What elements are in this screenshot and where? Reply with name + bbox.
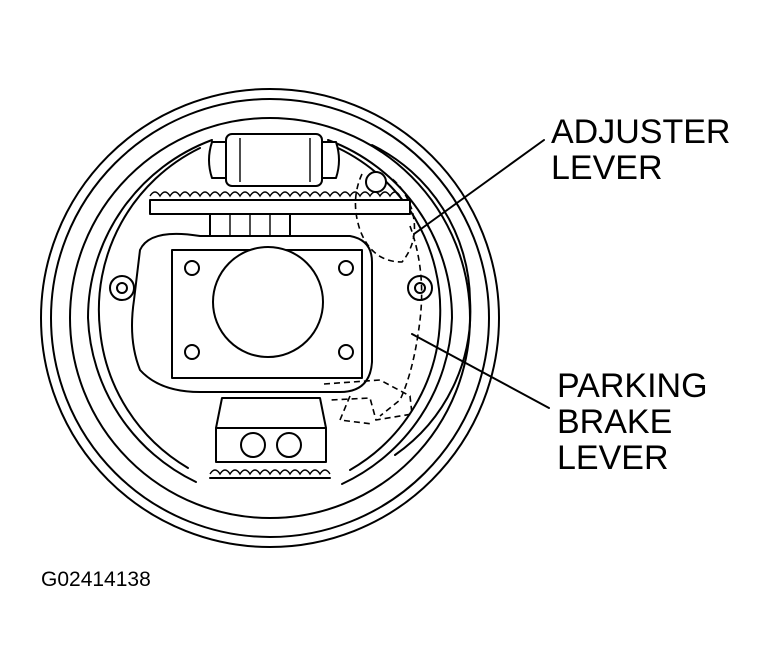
- parking-brake-lever-label-line3: LEVER: [557, 439, 669, 477]
- parking-brake-lever-label-line1: PARKING: [557, 367, 708, 405]
- adjuster-lever-label-line2: LEVER: [551, 149, 663, 187]
- hold-down-pins: [109, 171, 433, 301]
- hub-flange: [131, 232, 373, 393]
- anchor-block: [209, 397, 331, 479]
- figure-id: G02414138: [41, 568, 151, 591]
- parking-brake-lever-label-line2: BRAKE: [557, 403, 673, 441]
- hidden-levers: [323, 173, 423, 425]
- adjuster-lever-label: ADJUSTER LEVER: [551, 114, 730, 186]
- parking-brake-lever-label: PARKING BRAKE LEVER: [557, 368, 708, 476]
- adjuster-lever-label-line1: ADJUSTER: [551, 113, 731, 151]
- wheel-cylinder: [208, 133, 340, 187]
- brake-shoes: [87, 139, 472, 485]
- adjuster-strut: [149, 191, 411, 237]
- leader-lines: [411, 139, 550, 409]
